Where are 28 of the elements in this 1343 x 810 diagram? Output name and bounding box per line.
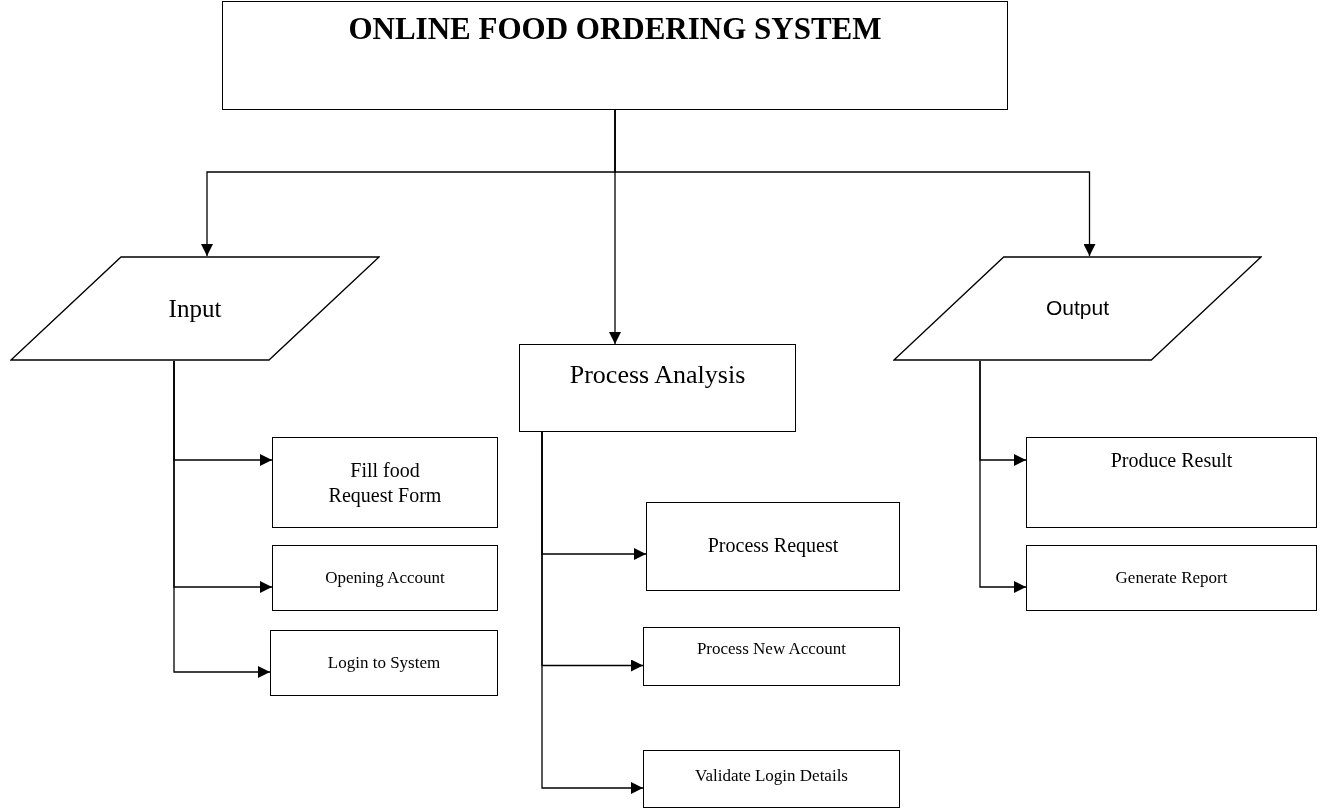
node-label: ONLINE FOOD ORDERING SYSTEM (347, 10, 883, 48)
process-box (272, 545, 498, 611)
node-label: Produce Result (1109, 448, 1234, 473)
arrow (541, 431, 644, 794)
node-label: Output (1044, 295, 1110, 322)
node-label: Login to System (326, 652, 442, 674)
process-box (272, 437, 498, 528)
node-label: Input (167, 293, 223, 324)
process-box (646, 502, 900, 591)
process-box (1026, 545, 1317, 611)
process-box (643, 750, 900, 808)
node-label: Opening Account (324, 567, 446, 589)
node-label: Process Request (706, 533, 840, 558)
arrow (979, 360, 1027, 593)
arrow (173, 360, 271, 678)
data-parallelogram (10, 256, 380, 361)
data-parallelogram (893, 256, 1262, 361)
process-box (1026, 437, 1317, 528)
title-box (222, 1, 1008, 110)
process-box (270, 630, 498, 696)
node-label: Process Analysis (568, 359, 747, 391)
node-label: Generate Report (1114, 567, 1229, 589)
arrow (614, 109, 1096, 257)
node-label: Process New Account (695, 638, 848, 660)
process-box (519, 344, 796, 432)
node-label: Validate Login Details (694, 765, 849, 787)
node-label: Fill food Request Form (327, 457, 443, 508)
process-box (643, 627, 900, 686)
